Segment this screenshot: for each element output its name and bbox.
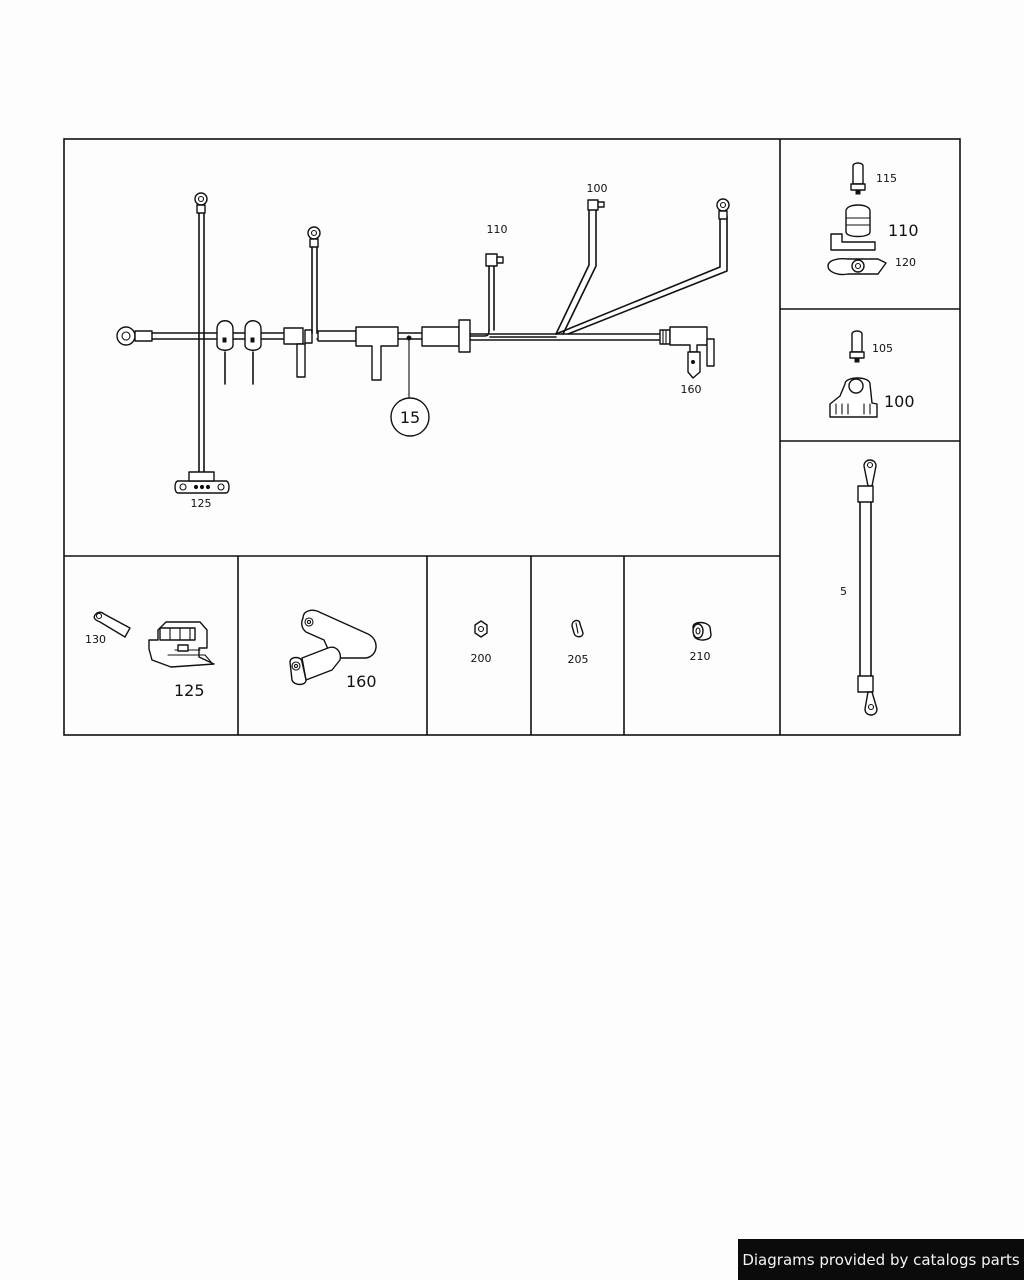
panel-ground-strap-5: [857, 459, 878, 716]
panel-connector-160: [289, 609, 377, 686]
panel-frames: [63, 138, 961, 736]
label-200: 200: [471, 652, 492, 665]
label-105: 105: [872, 342, 893, 355]
label-205: 205: [568, 653, 589, 666]
label-210: 210: [690, 650, 711, 663]
callout-125: 125: [191, 497, 212, 510]
panel-connector-125: [93, 611, 215, 668]
panel-connector-110: [827, 162, 887, 276]
label-100: 100: [884, 392, 915, 411]
label-160: 160: [346, 672, 377, 691]
callout-labels: 15 100 110 125 160 115 110 120 105 100 5…: [85, 172, 919, 700]
label-125: 125: [174, 681, 205, 700]
callout-160: 160: [681, 383, 702, 396]
panel-grommet-210: [692, 621, 712, 641]
wiring-harness-main: [116, 192, 730, 494]
label-5: 5: [840, 585, 847, 598]
label-130: 130: [85, 633, 106, 646]
label-110: 110: [888, 221, 919, 240]
callout-100: 100: [587, 182, 608, 195]
callout-110: 110: [487, 223, 508, 236]
panel-connector-100: [829, 330, 878, 418]
panel-clip-205: [571, 619, 584, 638]
label-120: 120: [895, 256, 916, 269]
label-115: 115: [876, 172, 897, 185]
callout-15: 15: [400, 408, 420, 427]
panel-nut-200: [474, 620, 488, 638]
credit-banner: Diagrams provided by catalogs parts: [738, 1239, 1024, 1280]
